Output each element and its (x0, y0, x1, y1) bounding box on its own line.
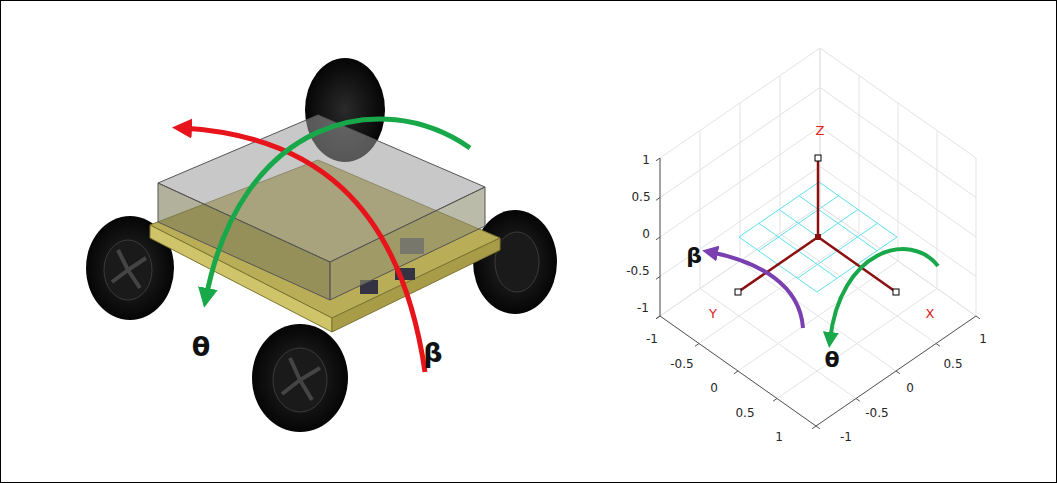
grid-line (660, 316, 816, 426)
tick-label: -0.5 (670, 358, 693, 370)
angle-symbol: β (423, 339, 442, 366)
tick-label: 0 (642, 228, 650, 240)
grid-line (817, 237, 897, 292)
wheel (473, 210, 557, 314)
angle-symbol: θ (824, 349, 839, 371)
tick-label: 0.5 (631, 191, 650, 203)
origin-marker (815, 234, 821, 240)
grid-line (734, 371, 738, 374)
axis-marker (893, 289, 899, 295)
grid-line (660, 316, 816, 426)
axis-marker (735, 289, 741, 295)
tick-label: 0 (710, 382, 718, 394)
grid-line (820, 88, 976, 198)
grid-line (820, 127, 976, 237)
wheel (252, 324, 348, 432)
grid-line (856, 399, 860, 402)
grid-line (656, 198, 660, 201)
grid-line (820, 48, 976, 158)
grid-line (656, 158, 660, 161)
grid-line (816, 316, 976, 426)
grid-line (656, 316, 660, 319)
angle-symbol: θ (192, 333, 211, 360)
rotation-arrow (206, 119, 470, 298)
axis-line (818, 237, 896, 292)
axis-name: X (926, 307, 935, 320)
grid-line (816, 426, 820, 429)
tick-label: 0 (906, 382, 914, 394)
grid-line (936, 344, 940, 347)
tick-label: -0.5 (865, 407, 888, 419)
grid-line (700, 289, 856, 399)
tick-label: 1 (979, 333, 987, 345)
grid-line (660, 88, 820, 198)
tick-label: 0.5 (735, 407, 754, 419)
angle-symbol: β (686, 245, 702, 267)
tick-label: -0.5 (626, 265, 649, 277)
grid-line (660, 48, 820, 158)
grid-line (660, 127, 820, 237)
grid-line (777, 289, 937, 399)
grid-line (740, 261, 896, 371)
body-box (330, 187, 485, 300)
axis-line (817, 158, 820, 237)
axis-name: Y (709, 307, 717, 320)
grid-line (976, 158, 977, 316)
tick-label: -1 (637, 302, 649, 314)
tick-label: -1 (646, 333, 658, 345)
rotation-arrow (710, 252, 803, 328)
tick-label: 0.5 (943, 358, 962, 370)
grid-line (656, 316, 660, 319)
grid-line (812, 426, 816, 429)
tick-label: -1 (840, 431, 852, 443)
grid-line (773, 399, 777, 402)
grid-line (695, 344, 699, 347)
grid-line (656, 237, 660, 240)
robot-car (86, 58, 557, 432)
tick-label: 1 (775, 431, 783, 443)
grid-line (896, 371, 900, 374)
tick-label: 1 (642, 154, 650, 166)
rotation-arrow (830, 249, 938, 340)
grid-line (656, 277, 660, 280)
grid-line (816, 316, 976, 426)
axes-plot (656, 48, 980, 429)
axis-marker (815, 155, 821, 161)
grid-line (976, 316, 980, 319)
axis-name: Z (816, 124, 825, 137)
